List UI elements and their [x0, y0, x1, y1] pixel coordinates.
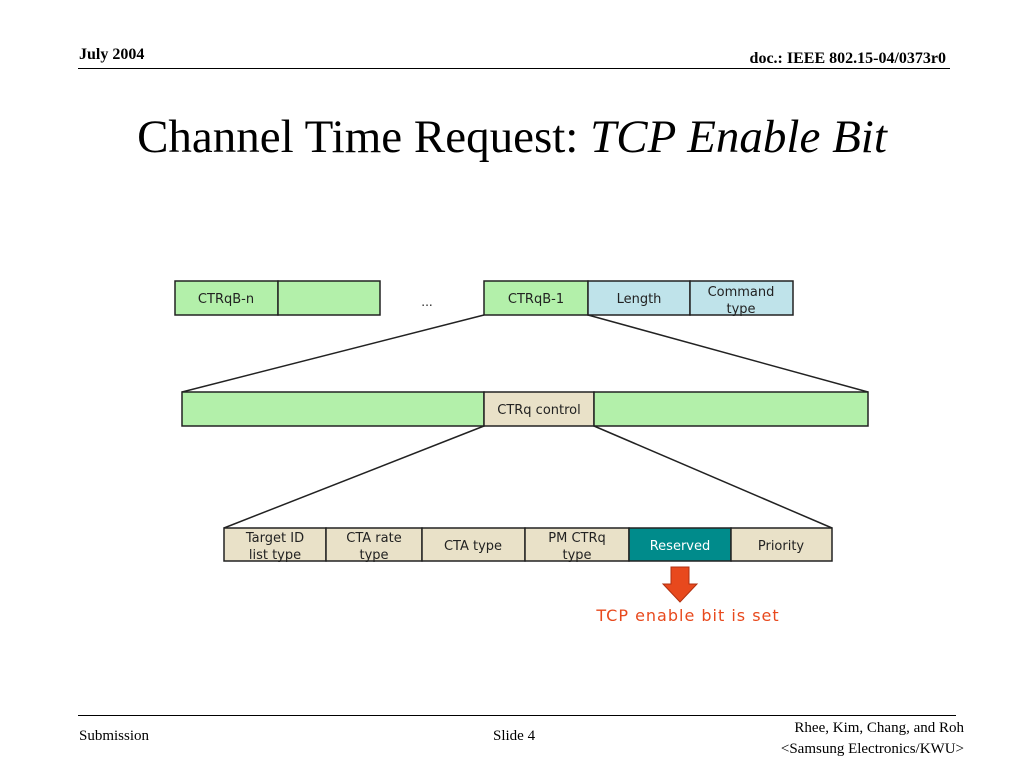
- tcp-enable-annotation: TCP enable bit is set: [595, 606, 779, 625]
- ctrqb-n-block: [174, 280, 279, 316]
- ctrqb-n-filler: [277, 280, 381, 316]
- footer-submission: Submission: [79, 728, 150, 744]
- priority-label: Priority: [758, 539, 805, 554]
- footer-authors-line2: <Samsung Electronics/KWU>: [780, 741, 964, 757]
- pm-ctrq-label-1: PM CTRq: [548, 531, 606, 546]
- header-rule: [78, 68, 950, 69]
- ctrq-right-block: [593, 391, 869, 427]
- cta-type-block: [421, 527, 526, 562]
- cta-rate-label-2: type: [359, 548, 388, 563]
- ctrq-left-block: [181, 391, 485, 427]
- expand-line-left-2: [223, 425, 485, 529]
- pm-ctrq-type-block: [524, 527, 630, 562]
- cta-type-label: CTA type: [444, 539, 502, 554]
- length-label: Length: [617, 292, 662, 307]
- footer-slide-number: Slide 4: [493, 728, 536, 744]
- reserved-label: Reserved: [650, 539, 711, 554]
- ctrqb-n-label: CTRqB-n: [198, 292, 254, 307]
- expand-line-left-1: [181, 314, 485, 393]
- ctrqb-1-label: CTRqB-1: [508, 292, 564, 307]
- command-type-label-1: Command: [708, 285, 775, 300]
- cta-rate-type-block: [325, 527, 423, 562]
- header-date: July 2004: [79, 46, 145, 63]
- title-main: Channel Time Request:: [137, 111, 591, 163]
- footer-rule: [78, 715, 956, 716]
- ellipsis: ...: [421, 295, 432, 309]
- command-type-block: [689, 280, 794, 316]
- cta-rate-label-1: CTA rate: [346, 531, 401, 546]
- expand-line-right-1: [587, 314, 869, 393]
- ctrq-control-label: CTRq control: [497, 403, 581, 418]
- down-arrow-icon: [661, 566, 699, 603]
- pm-ctrq-label-2: type: [562, 548, 591, 563]
- target-id-label-1: Target ID: [245, 531, 304, 546]
- title-emphasis: TCP Enable Bit: [590, 111, 887, 163]
- footer-authors: Rhee, Kim, Chang, and Roh <Samsung Elect…: [781, 718, 964, 760]
- slide-title: Channel Time Request: TCP Enable Bit: [0, 110, 1024, 164]
- command-type-label-2: type: [726, 302, 755, 317]
- expand-line-right-2: [593, 425, 833, 529]
- priority-block: [730, 527, 833, 562]
- header-doc-id: doc.: IEEE 802.15-04/0373r0: [749, 50, 946, 67]
- target-id-label-2: list type: [249, 548, 301, 563]
- footer-authors-line1: Rhee, Kim, Chang, and Roh: [794, 720, 964, 736]
